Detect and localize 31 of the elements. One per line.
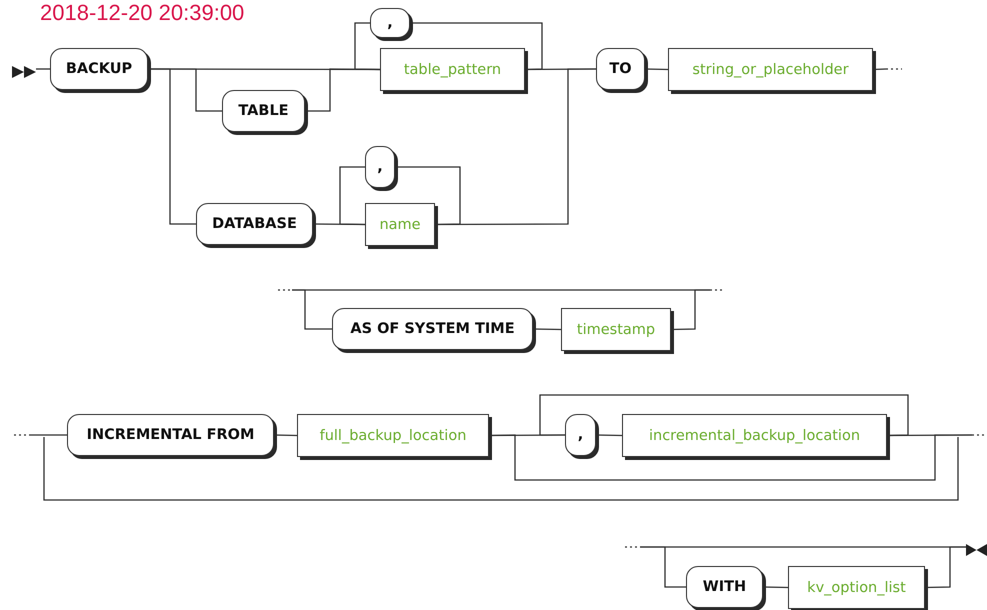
parameter-box: string_or_placeholder xyxy=(668,48,873,91)
start-marker xyxy=(12,63,36,75)
parameter-box: table_pattern xyxy=(380,48,525,91)
parameter-box: full_backup_location xyxy=(297,414,489,457)
parameter-box: timestamp xyxy=(561,308,671,351)
track-line xyxy=(292,289,332,330)
keyword-box: INCREMENTAL FROM xyxy=(67,414,274,456)
track-line xyxy=(640,546,966,548)
track-line xyxy=(395,166,461,226)
track-line xyxy=(354,22,380,70)
track-line xyxy=(36,68,50,70)
keyword-box: DATABASE xyxy=(196,203,313,245)
keyword-box: BACKUP xyxy=(50,48,148,90)
track-line xyxy=(435,68,596,226)
track-line xyxy=(339,166,366,226)
timestamp-text: 2018-12-20 20:39:00 xyxy=(40,0,244,26)
parameter-box: incremental_backup_location xyxy=(622,414,887,457)
keyword-box: TABLE xyxy=(222,90,305,132)
keyword-box: , xyxy=(370,8,410,38)
parameter-box: name xyxy=(365,203,435,246)
track-line xyxy=(30,434,67,436)
keyword-box: AS OF SYSTEM TIME xyxy=(332,308,533,350)
end-marker xyxy=(966,541,987,553)
track-line xyxy=(539,394,909,436)
keyword-box: WITH xyxy=(686,566,763,608)
parameter-box: kv_option_list xyxy=(788,566,925,609)
keyword-box: TO xyxy=(596,48,645,90)
keyword-box: , xyxy=(565,414,596,456)
track-line xyxy=(410,22,543,70)
track-line xyxy=(148,68,196,225)
keyword-box: , xyxy=(365,146,395,188)
